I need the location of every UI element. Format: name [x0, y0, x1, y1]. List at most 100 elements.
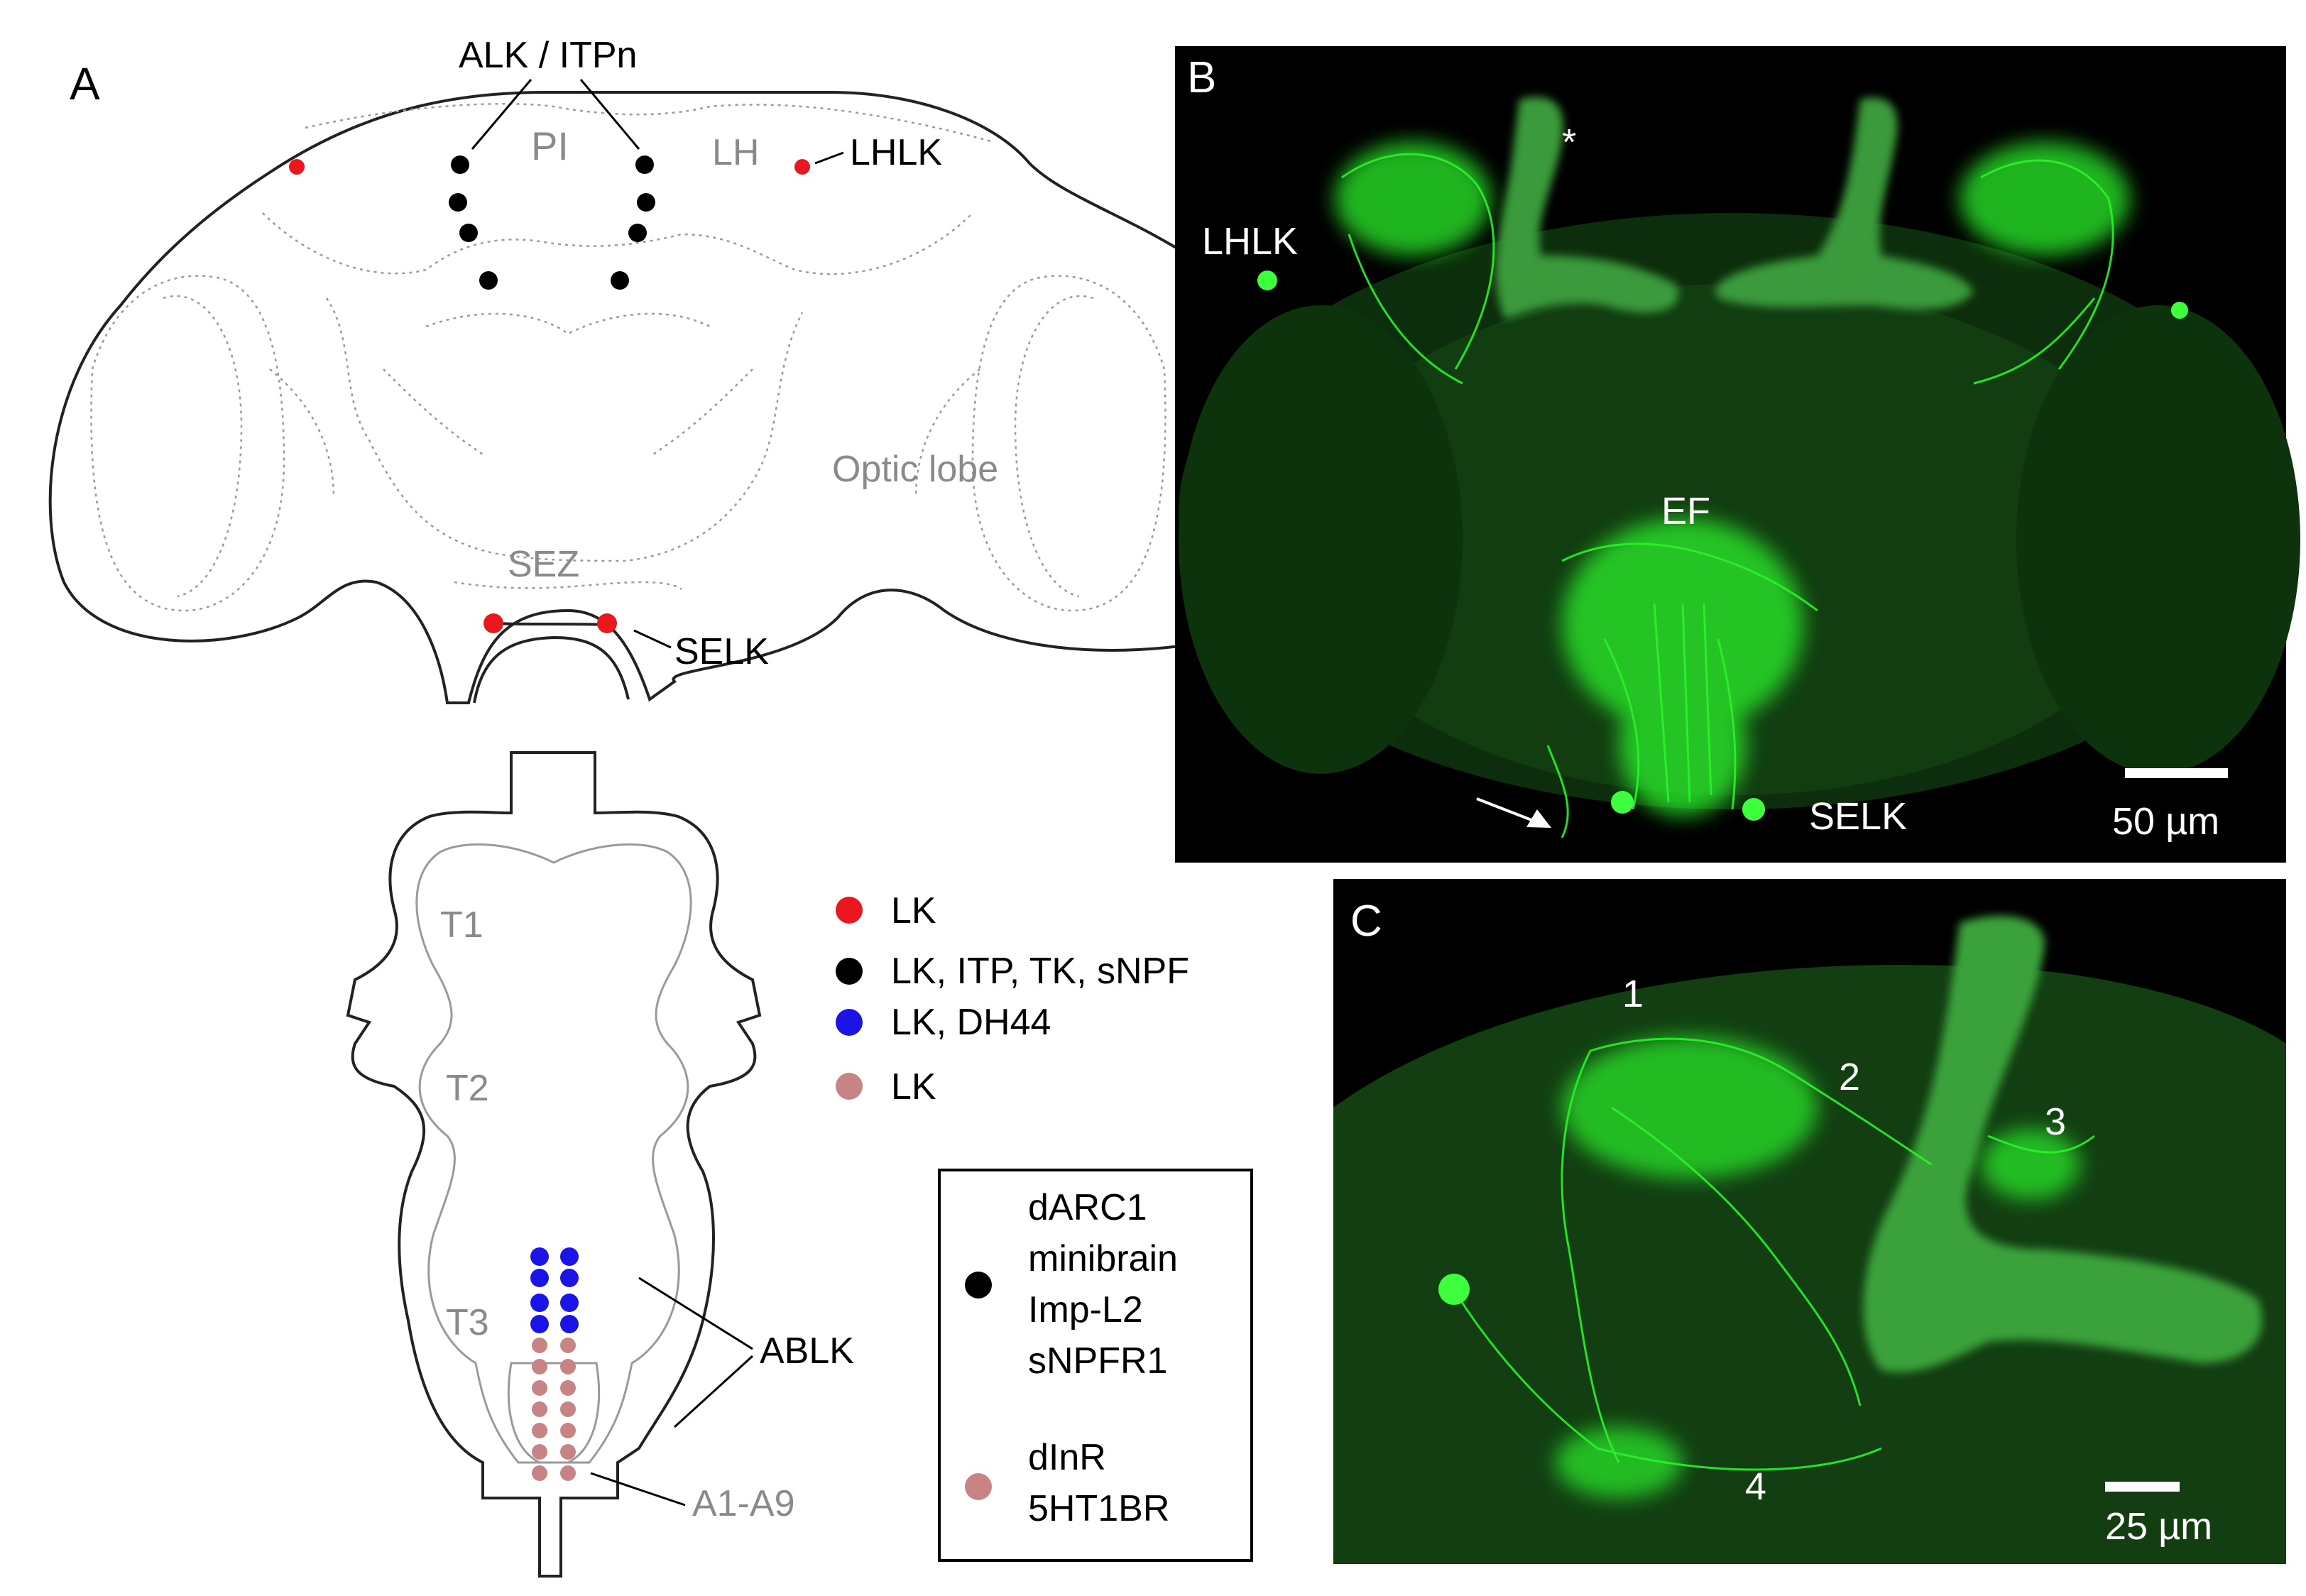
legend: LK LK, ITP, TK, sNPF LK, DH44 LK dARC1 m…	[836, 890, 1253, 1562]
dh44-cell	[530, 1294, 549, 1312]
dh44-cell	[530, 1269, 549, 1287]
panel-c-number-4: 4	[1745, 1465, 1766, 1508]
dh44-cell	[560, 1247, 579, 1266]
vnc-leader-lines	[590, 1277, 754, 1507]
label-t2: T2	[446, 1068, 489, 1109]
ablk-cell	[532, 1359, 547, 1374]
ablk-cell	[532, 1465, 547, 1481]
panel-b-scale-label: 50 µm	[2112, 800, 2219, 843]
alk-cell	[459, 224, 478, 242]
lhlk-soma-left	[1257, 270, 1277, 290]
neuropil-boundaries	[90, 103, 1166, 612]
vnc-inner-outline	[415, 843, 692, 1464]
alk-cell	[628, 224, 647, 242]
alk-cell	[449, 193, 467, 212]
legend-label-blue: LK, DH44	[891, 1002, 1051, 1043]
panel-c-confocal-zoom: C 1 2 3 4 25 µm	[1333, 879, 2286, 1564]
alk-cell	[635, 155, 654, 174]
receptor-black-line: minibrain	[1028, 1238, 1178, 1279]
ablk-cell	[532, 1444, 547, 1460]
dh44-cells	[530, 1247, 579, 1333]
neurites	[1341, 153, 2114, 838]
label-optic-lobe: Optic lobe	[832, 449, 998, 490]
legend-label-pink: LK	[891, 1066, 936, 1108]
receptor-box	[938, 1169, 1253, 1562]
panel-b-asterisk: *	[1562, 122, 1576, 163]
ablk-cell	[560, 1359, 576, 1374]
vnc-a1-a9-outline	[507, 1362, 601, 1464]
legend-swatch-pink	[836, 1073, 863, 1100]
optic-lobe-left	[1179, 305, 1463, 774]
alk-cell	[451, 155, 469, 174]
selk-soma-left	[1611, 791, 1634, 814]
receptor-pink-swatch	[965, 1473, 992, 1500]
lk-red-cells	[289, 159, 810, 633]
ablk-cell	[560, 1401, 576, 1417]
legend-label-black: LK, ITP, TK, sNPF	[891, 951, 1189, 992]
mushroom-bodies	[1496, 97, 1974, 319]
ablk-cell	[532, 1338, 547, 1353]
panel-b-cell-bodies	[1257, 270, 2188, 821]
receptor-black-swatch	[965, 1272, 992, 1299]
panel-c-letter: C	[1350, 897, 1382, 946]
lhlk-soma-right	[2171, 302, 2188, 319]
panel-c-scale-bar	[2105, 1482, 2180, 1492]
panel-c-neurites	[1454, 1037, 2095, 1471]
sez-canal-inner	[496, 622, 611, 626]
lhlk-cell-left	[289, 159, 305, 175]
panel-a-ventral-nerve-cord: T1 T2 T3 ABLK A1-A9	[346, 751, 854, 1578]
alk-itpn-cells	[449, 155, 655, 290]
panel-b-label-ef: EF	[1661, 490, 1710, 532]
receptor-black-line: dARC1	[1028, 1187, 1147, 1228]
selk-soma-right	[1742, 798, 1765, 821]
receptor-pink-line: 5HT1BR	[1028, 1488, 1169, 1529]
label-lh: LH	[712, 132, 759, 173]
arrow-icon	[1476, 797, 1551, 828]
receptor-pink-line: dInR	[1028, 1437, 1106, 1478]
ablk-cells	[532, 1338, 576, 1481]
label-selk: SELK	[674, 631, 769, 672]
panel-c-scale-label: 25 µm	[2105, 1505, 2212, 1548]
ablk-cell	[560, 1465, 576, 1481]
alk-cell	[637, 193, 655, 212]
legend-label-lk-red: LK	[891, 890, 936, 931]
panel-a-letter: A	[70, 58, 100, 109]
ablk-cell	[560, 1380, 576, 1396]
label-alk-itpn: ALK / ITPn	[459, 35, 637, 76]
dh44-cell	[560, 1315, 579, 1333]
label-ablk: ABLK	[760, 1330, 854, 1372]
panel-b-scale-bar	[2125, 768, 2228, 778]
ablk-cell	[560, 1338, 576, 1353]
ablk-cell	[532, 1401, 547, 1417]
panel-c-number-1: 1	[1622, 973, 1644, 1015]
selk-cell-right	[597, 613, 617, 633]
panel-b-label-lhlk: LHLK	[1202, 220, 1298, 263]
label-sez: SEZ	[508, 544, 579, 585]
label-a1-a9: A1-A9	[692, 1483, 795, 1524]
brain-outline	[48, 91, 1343, 704]
alk-cell	[611, 271, 629, 290]
dh44-cell	[560, 1269, 579, 1287]
vnc-outline	[346, 751, 762, 1578]
legend-swatch-blue	[836, 1009, 863, 1036]
panel-a-brain-schematic: A ALK / ITPn PI LH LHLK Optic lobe SEZ S…	[48, 35, 1343, 704]
sez-canal	[473, 635, 630, 704]
panel-c-soma	[1438, 1274, 1470, 1305]
panel-b-confocal-image: B * LHLK EF SELK 50 µm	[1175, 46, 2300, 863]
optic-lobe-right	[2016, 305, 2300, 774]
panel-c-number-2: 2	[1839, 1056, 1860, 1098]
ablk-cell	[532, 1423, 547, 1438]
ablk-cell	[560, 1444, 576, 1460]
label-lhlk: LHLK	[850, 132, 942, 173]
selk-cell-left	[483, 613, 503, 633]
ablk-cell	[560, 1423, 576, 1438]
ablk-cell	[532, 1380, 547, 1396]
panel-c-number-3: 3	[2045, 1100, 2066, 1143]
panel-a-leader-lines	[471, 79, 844, 649]
label-t3: T3	[446, 1302, 489, 1343]
dh44-cell	[560, 1294, 579, 1312]
label-t1: T1	[440, 904, 483, 946]
lhlk-cell-right	[794, 159, 810, 175]
alk-cell	[479, 271, 498, 290]
